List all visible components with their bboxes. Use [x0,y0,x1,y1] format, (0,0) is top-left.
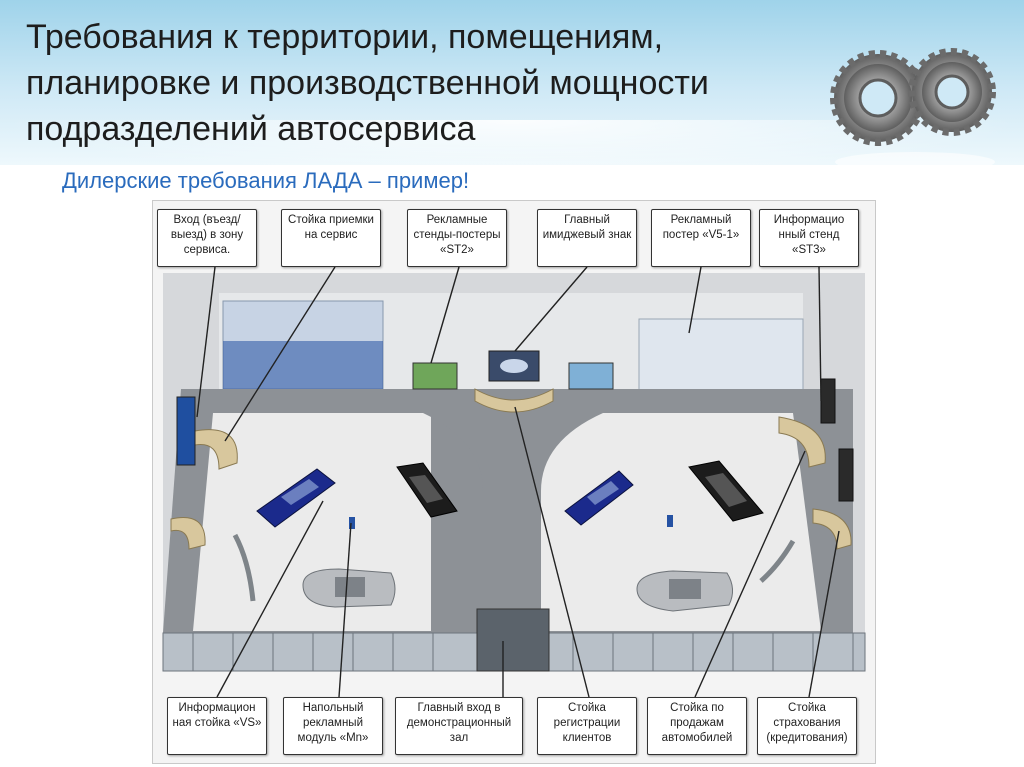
poster-st2-right [568,362,614,390]
callout-registration-desk: Стойка регистрации клиентов [537,697,637,755]
insurance-desk-right [812,508,852,550]
callout-info-stand-st3: Информацио нный стенд «ST3» [759,209,859,267]
leader-lines [196,266,840,698]
callout-ad-poster-v5: Рекламный постер «V5-1» [651,209,751,267]
page-subtitle: Дилерские требования ЛАДА – пример! [62,168,470,193]
car-black-right [688,460,764,522]
showroom-floor-plan [162,266,866,698]
sales-desk-right [778,416,826,468]
callout-main-image-sign: Главный имиджевый знак [537,209,637,267]
car-blue-right [564,470,634,526]
gear-right-icon [908,48,996,136]
callout-insurance-desk: Стойка страхования (кредитования) [757,697,857,755]
info-stand-right [838,448,854,502]
partition-left [232,533,256,602]
callout-info-desk-vs: Информацион ная стойка «VS» [167,697,267,755]
gears-icon [830,48,996,172]
partition-right [759,539,796,583]
info-stand-left [176,396,196,466]
car-silver-left [302,568,396,608]
right-glass-office [638,318,804,392]
page-title: Требования к территории, помещениям, пла… [26,18,709,148]
floor-ad-module-right [667,515,673,527]
car-blue-left [256,468,336,528]
floor-ad-module-left [349,517,355,529]
showroom-layout-diagram: Вход (въезд/ выезд) в зону сервиса. Стой… [152,200,876,764]
floor-right-white [541,413,821,631]
lada-logo-icon [500,359,528,373]
car-black-left [396,462,458,518]
callout-floor-ad-module: Напольный рекламный модуль «Mn» [283,697,383,755]
callout-main-entrance: Главный вход в демонстрационный зал [395,697,523,755]
callout-service-reception: Стойка приемки на сервис [281,209,381,267]
car-silver-right [636,570,733,612]
callout-sales-desk: Стойка по продажам автомобилей [647,697,747,755]
info-desk-left [170,517,206,550]
poster-st2-left [412,362,458,390]
callout-service-entrance: Вход (въезд/ выезд) в зону сервиса. [157,209,257,267]
floor-center-path [423,413,603,631]
gear-left-icon [830,50,926,146]
main-entrance-doors [476,608,550,672]
callout-ad-stands-st2: Рекламные стенды-постеры «ST2» [407,209,507,267]
reception-desk [474,388,554,413]
service-blue-wall [223,341,383,389]
info-stand-st3 [820,378,836,424]
